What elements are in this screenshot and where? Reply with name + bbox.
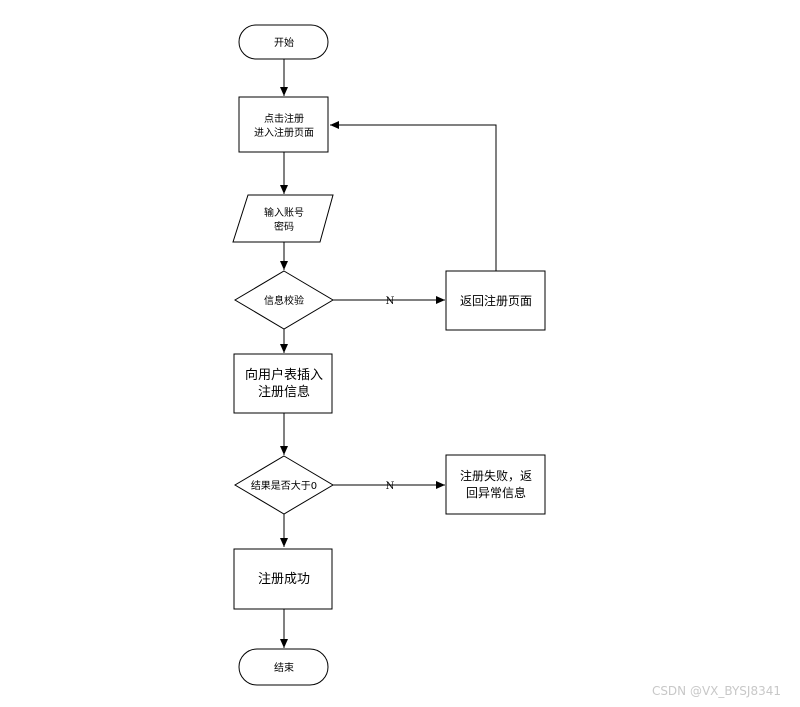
input-credentials-io (232, 194, 334, 243)
click-register-label-line1: 点击注册 (264, 112, 304, 125)
edge-label-result-no: N (386, 481, 395, 492)
validate-label: 信息校验 (264, 294, 304, 307)
end-terminal (238, 648, 329, 686)
start-label: 开始 (274, 36, 294, 49)
insert-label-line1: 向用户表插入 (245, 367, 323, 383)
end-label: 结束 (274, 661, 294, 674)
register-success-process (233, 548, 333, 610)
edge-label-validate-no: N (386, 296, 395, 307)
fail-label-line1: 注册失败，返 (460, 468, 532, 483)
fail-label-line2: 回异常信息 (466, 485, 526, 500)
input-label-line2: 密码 (274, 220, 294, 233)
success-label: 注册成功 (258, 572, 310, 587)
click-register-process (238, 96, 329, 153)
input-label-line1: 输入账号 (264, 206, 304, 219)
return-register-process (445, 270, 546, 331)
watermark: CSDN @VX_BYSJ8341 (652, 684, 781, 698)
edge-return-to-click (330, 121, 497, 271)
insert-user-process (233, 353, 333, 414)
register-fail-process (445, 454, 546, 515)
validate-decision (234, 270, 334, 330)
start-terminal (238, 24, 329, 60)
click-register-label-line2: 进入注册页面 (254, 126, 314, 139)
return-register-label: 返回注册页面 (460, 293, 532, 308)
check-result-label: 结果是否大于0 (251, 479, 317, 492)
check-result-decision (234, 455, 334, 515)
insert-label-line2: 注册信息 (258, 384, 310, 400)
